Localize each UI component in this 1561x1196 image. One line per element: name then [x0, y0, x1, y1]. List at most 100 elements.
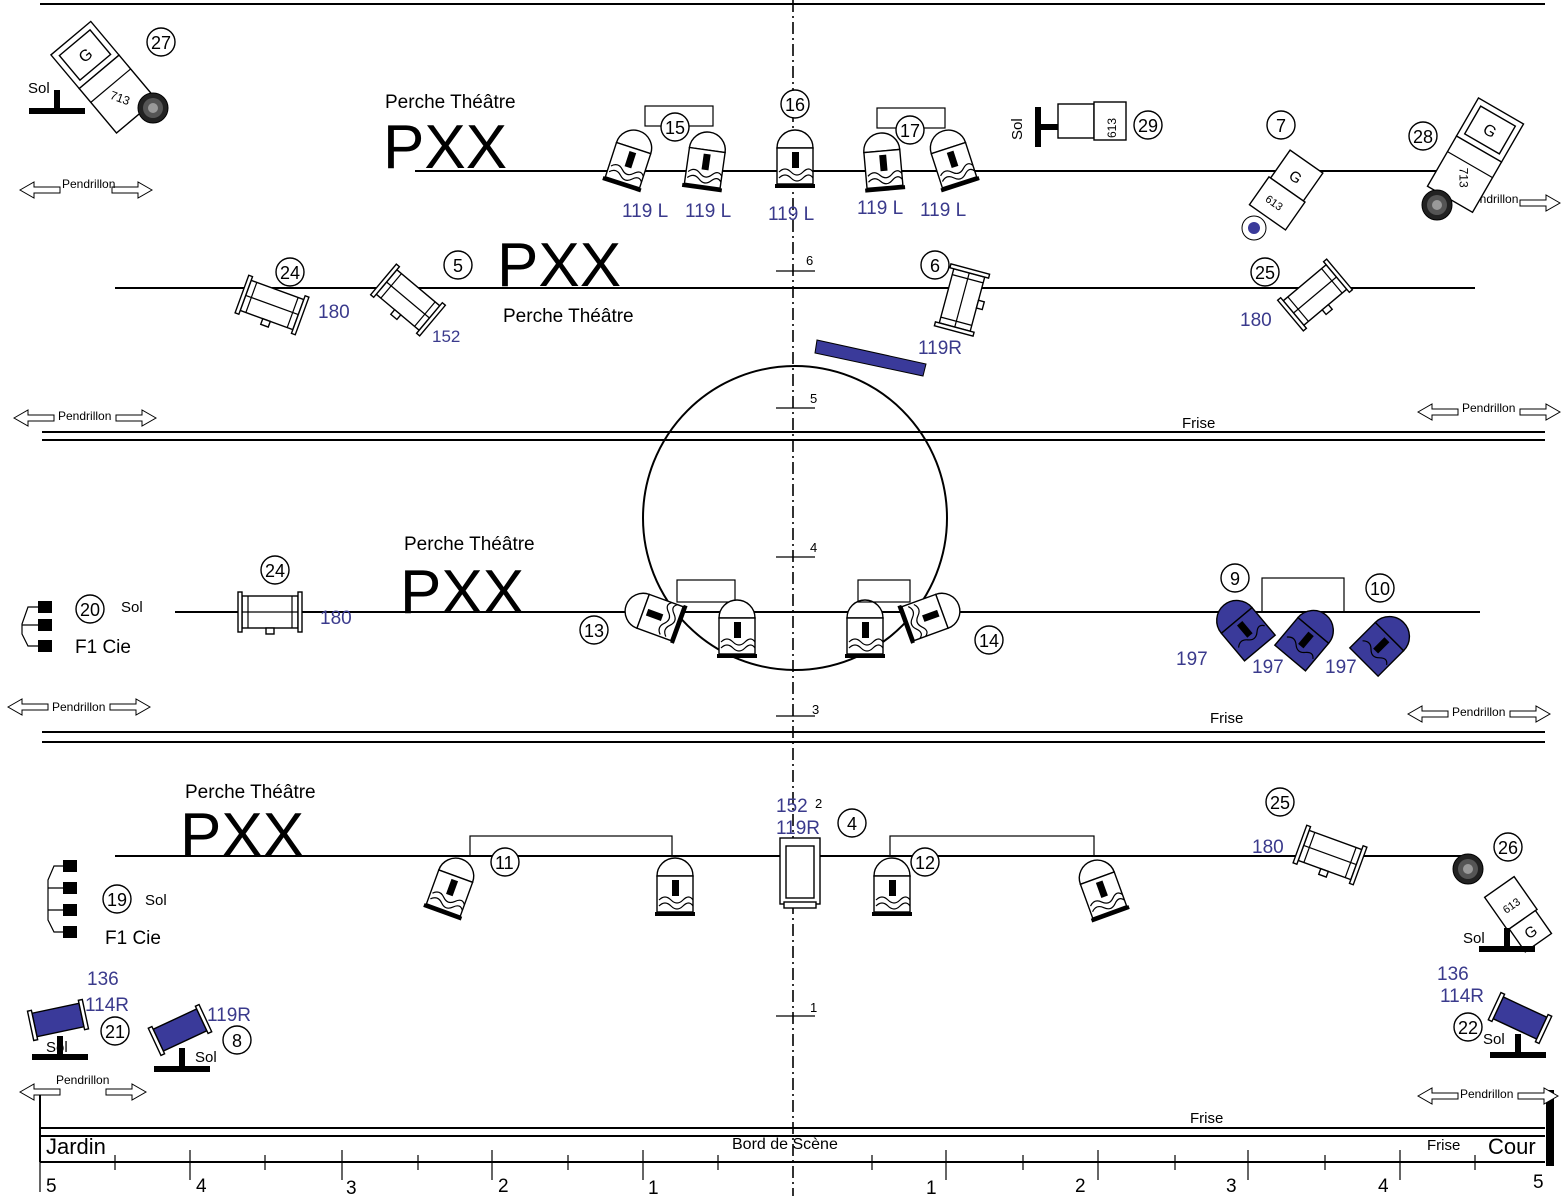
jardin-label: Jardin	[46, 1134, 106, 1159]
f1-cie-19: F1 Cie	[105, 928, 161, 949]
pendrillon-low-right: Pendrillon	[1407, 705, 1551, 723]
link-11	[469, 835, 673, 857]
gel-25-front: 180	[1252, 837, 1284, 858]
lamp-10	[1349, 607, 1419, 677]
svg-text:Pendrillon: Pendrillon	[1460, 1087, 1513, 1101]
lamp-25-front	[1291, 824, 1368, 888]
svg-text:6: 6	[930, 256, 940, 276]
dot-7	[1241, 215, 1267, 241]
blue-filter-bar	[814, 339, 927, 377]
marker-6: 6	[920, 250, 950, 280]
scale-right-2: 2	[1075, 1176, 1086, 1196]
gel-16: 119 L	[768, 204, 814, 225]
pxx-label-2: PXX	[497, 231, 621, 300]
svg-text:22: 22	[1458, 1018, 1478, 1038]
svg-text:713: 713	[1457, 168, 1471, 188]
lamp-15b	[681, 128, 731, 194]
marker-22: 22	[1453, 1012, 1483, 1042]
svg-text:25: 25	[1270, 793, 1290, 813]
lamp-27: G 713	[50, 20, 158, 134]
pendrillon-front-left: Pendrillon	[19, 1073, 147, 1101]
svg-text:Pendrillon: Pendrillon	[56, 1073, 109, 1087]
marker-19: 19	[102, 884, 132, 914]
svg-text:21: 21	[105, 1022, 125, 1042]
link-12	[889, 835, 1095, 857]
scale-left-5: 5	[46, 1176, 57, 1196]
gel-21a: 136	[87, 969, 119, 990]
frise-label-4: Frise	[1427, 1137, 1460, 1154]
svg-text:Pendrillon: Pendrillon	[1452, 705, 1505, 719]
lamp-4	[779, 837, 821, 909]
svg-text:17: 17	[900, 121, 920, 141]
svg-text:14: 14	[979, 631, 999, 651]
f1-cie-20: F1 Cie	[75, 637, 131, 658]
cour-label: Cour	[1488, 1134, 1536, 1159]
lamp-17b	[923, 124, 981, 194]
lamp-14	[896, 585, 967, 645]
marker-28: 28	[1408, 121, 1438, 151]
perche-label-3: Perche Théâtre	[404, 534, 535, 555]
depth-1: 1	[810, 1000, 817, 1015]
svg-text:Pendrillon: Pendrillon	[1462, 401, 1515, 415]
link-9-10	[1261, 577, 1345, 613]
gel-5: 152	[432, 327, 460, 346]
gel-9b: 197	[1252, 657, 1284, 678]
sol-26: Sol	[1463, 930, 1485, 947]
gel-17a: 119 L	[857, 198, 903, 219]
marker-27: 27	[146, 27, 176, 57]
pendrillon-front-right: Pendrillon	[1417, 1087, 1559, 1105]
sol-22: Sol	[1483, 1031, 1505, 1048]
depth-6: 6	[806, 253, 813, 268]
lamp-13b	[716, 599, 758, 659]
marker-14: 14	[974, 625, 1004, 655]
marker-24-top: 24	[275, 257, 305, 287]
lamp-14b	[844, 599, 886, 659]
marker-5: 5	[443, 250, 473, 280]
svg-text:25: 25	[1255, 263, 1275, 283]
marker-26: 26	[1493, 832, 1523, 862]
svg-text:24: 24	[280, 263, 300, 283]
sol-21: Sol	[46, 1039, 68, 1056]
depth-3: 3	[812, 702, 819, 717]
ball-26	[1452, 853, 1484, 885]
svg-text:613: 613	[1105, 118, 1119, 138]
scale-left-4: 4	[196, 1176, 207, 1196]
pxx-label-3: PXX	[400, 558, 524, 627]
sol-29: Sol	[1009, 118, 1026, 140]
marker-25-top: 25	[1250, 257, 1280, 287]
pendrillon-low-left: Pendrillon	[7, 698, 151, 716]
gel-8: 119R	[207, 1005, 251, 1026]
marker-11: 11	[490, 847, 520, 877]
perche-label-2: Perche Théâtre	[503, 306, 634, 327]
perche-label-1: Perche Théâtre	[385, 92, 516, 113]
svg-text:24: 24	[265, 561, 285, 581]
lamp-11a	[422, 851, 482, 922]
svg-text:13: 13	[584, 621, 604, 641]
pxx-label-4: PXX	[180, 801, 304, 870]
bord-de-scene-label: Bord de Scène	[732, 1136, 838, 1153]
pendrillon-mid-right: Pendrillon	[1417, 401, 1561, 421]
lamp-29: 613	[1035, 101, 1127, 147]
svg-text:16: 16	[785, 95, 805, 115]
gel-15b: 119 L	[685, 201, 731, 222]
marker-25-front: 25	[1265, 787, 1295, 817]
gel-9: 197	[1176, 649, 1208, 670]
lamp-17a	[859, 130, 906, 194]
cour-edge	[1546, 1090, 1554, 1166]
scale-right-1: 1	[926, 1178, 937, 1196]
lamp-15a	[601, 124, 659, 194]
svg-text:713: 713	[108, 88, 132, 108]
svg-text:12: 12	[915, 853, 935, 873]
marker-4: 4	[837, 808, 867, 838]
svg-text:15: 15	[665, 118, 685, 138]
svg-text:4: 4	[847, 814, 857, 834]
lamp-11b	[654, 857, 696, 917]
depth-2: 2	[815, 796, 822, 811]
gel-21b: 114R	[85, 995, 129, 1016]
lamp-28: G 713	[1426, 97, 1525, 213]
svg-text:5: 5	[453, 256, 463, 276]
marker-16: 16	[780, 89, 810, 119]
svg-text:11: 11	[495, 853, 514, 873]
svg-text:29: 29	[1138, 116, 1158, 136]
